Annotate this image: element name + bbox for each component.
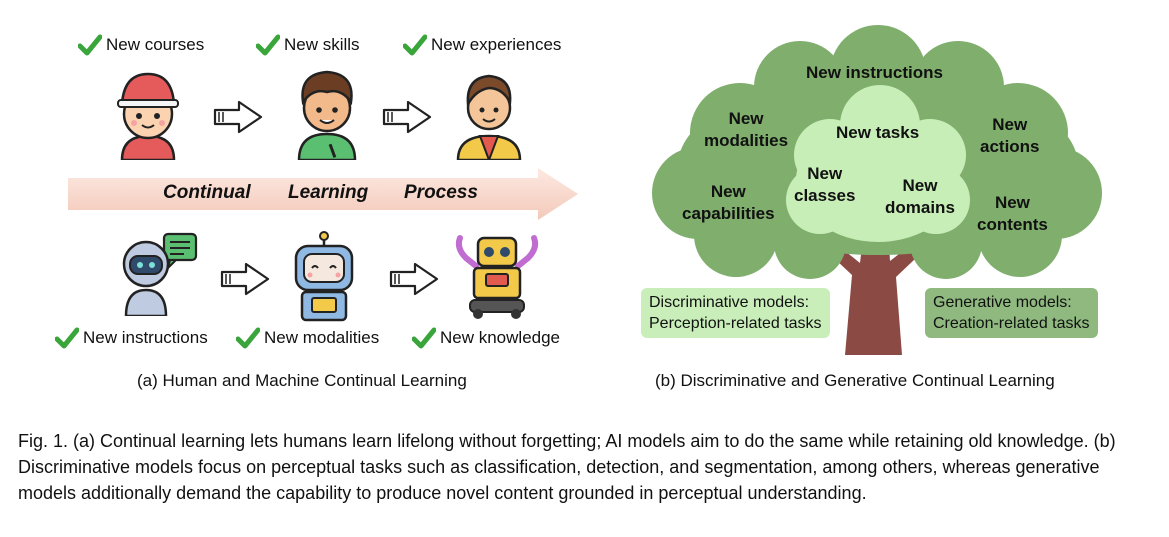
bottom-label-3: New knowledge [440,328,561,347]
tree-label-line: actions [980,137,1040,156]
process-word-continual: Continual [163,182,251,203]
panel-a-subtitle: (a) Human and Machine Continual Learning [137,371,467,390]
discriminative-models-box: Discriminative models: Perception-relate… [641,288,830,338]
tree-label-line: modalities [704,131,789,150]
tree-label-line: classes [794,186,856,205]
tree-label-classes: New classes [794,163,855,207]
process-word-learning: Learning [288,182,369,203]
tree-label-instructions: New instructions [806,63,943,82]
tree-label-line: New [807,164,843,183]
tree-label-line: capabilities [682,204,775,223]
tree-label-line: New [710,182,746,201]
tree-label-actions: New actions [980,114,1040,158]
bottom-label-2: New modalities [264,328,380,347]
bottom-label-1: New instructions [83,328,208,347]
arrow-right-icon [389,262,439,296]
check-label-top-3: New experiences [403,34,561,56]
robot-head-icon [294,231,354,322]
figure-caption: Fig. 1. (a) Continual learning lets huma… [18,431,1116,503]
top-label-2: New skills [284,35,360,54]
tree-label-tasks: New tasks [836,123,920,142]
chatbot-robot-icon [122,232,198,316]
check-label-bottom-1: New instructions [55,327,208,349]
tree-illustration [652,25,1102,355]
arrow-right-icon [213,100,263,134]
robot-arms-up-icon [455,235,539,319]
tree-trunk [820,195,936,355]
tree-label-line: domains [885,198,955,217]
checkmark-icon [236,327,260,349]
tree-label-domains: New domains [885,175,955,219]
checkmark-icon [412,327,436,349]
teen-boy-icon [297,70,357,160]
child-with-cap-icon [117,72,179,160]
check-label-bottom-2: New modalities [236,327,379,349]
tree-label-line: New [728,109,764,128]
check-label-top-2: New skills [256,34,360,56]
box-line: Perception-related tasks [649,315,822,332]
process-word-process: Process [404,182,478,203]
tree-canopy-inner [786,85,970,242]
tree-label-capabilities: New capabilities [682,181,775,225]
process-banner-arrow [68,168,578,220]
tree-label-line: contents [977,215,1048,234]
checkmark-icon [78,34,102,56]
top-label-1: New courses [106,35,205,54]
tree-label-line: New [992,115,1028,134]
box-line: Generative models: [933,294,1072,311]
panel-b-subtitle: (b) Discriminative and Generative Contin… [655,371,1055,390]
box-line: Discriminative models: [649,294,810,311]
checkmark-icon [403,34,427,56]
box-line: Creation-related tasks [933,315,1090,332]
checkmark-icon [256,34,280,56]
tree-label-contents: New contents [977,192,1048,236]
tree-label-modalities: New modalities [704,108,788,152]
generative-models-box: Generative models: Creation-related task… [925,288,1098,338]
tree-label-line: New [994,193,1030,212]
tree-label-line: New [902,176,938,195]
check-label-bottom-3: New knowledge [412,327,560,349]
checkmark-icon [55,327,79,349]
adult-man-icon [456,74,522,160]
arrow-right-icon [220,262,270,296]
check-label-top-1: New courses [78,34,204,56]
top-label-3: New experiences [431,35,562,54]
arrow-right-icon [382,100,432,134]
